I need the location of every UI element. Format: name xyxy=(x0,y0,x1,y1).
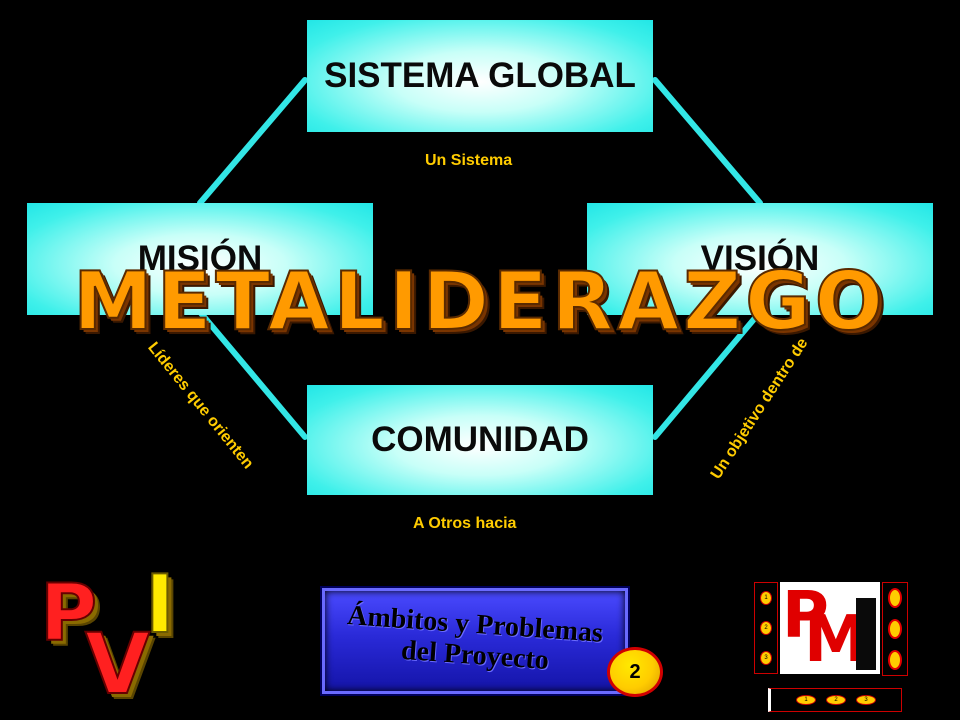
logo-letter-i: I xyxy=(144,558,176,651)
ambitos-button[interactable]: Ámbitos y Problemas del Proyecto xyxy=(322,588,628,694)
pmi-bottom-number[interactable]: 3 xyxy=(856,695,876,705)
pmi-bottom-bar: 1 2 3 xyxy=(768,688,902,712)
node-label: COMUNIDAD xyxy=(371,420,589,459)
pmi-bottom-number[interactable]: 2 xyxy=(826,695,846,705)
pmi-side-number: 2 xyxy=(760,621,772,635)
node-mision: MISIÓN xyxy=(27,203,373,315)
pmi-side-number: 3 xyxy=(760,651,772,665)
pmi-dot xyxy=(888,649,902,670)
metaliderazgo-title: METALIDERAZGO xyxy=(72,254,887,349)
connector-top-right xyxy=(652,77,763,206)
pmi-bottom-number[interactable]: 1 xyxy=(796,695,816,705)
node-label: VISIÓN xyxy=(700,239,820,278)
pmi-dot xyxy=(888,588,902,609)
node-sistema-global: SISTEMA GLOBAL xyxy=(307,20,653,132)
label-a-otros: A Otros hacia xyxy=(413,515,517,532)
slide-number-badge: 2 xyxy=(607,647,663,697)
node-label: SISTEMA GLOBAL xyxy=(324,56,636,95)
node-comunidad: COMUNIDAD xyxy=(307,385,653,495)
pmi-letter-p: P xyxy=(782,579,829,653)
pmi-letter-i xyxy=(856,598,876,670)
pmi-side-box: 1 2 3 xyxy=(754,582,778,674)
pmi-dot xyxy=(888,618,902,639)
logo-letter-p: P xyxy=(39,569,98,659)
connector-top-left xyxy=(197,77,308,206)
pmi-logo: 1 2 3 P M 1 2 3 xyxy=(752,580,912,715)
logo-letter-v: V xyxy=(84,615,151,713)
pmi-dot-column xyxy=(882,582,908,676)
label-un-sistema: Un Sistema xyxy=(425,152,513,169)
node-label: MISIÓN xyxy=(137,239,263,278)
pmi-side-number: 1 xyxy=(760,591,772,605)
connector-right-bottom xyxy=(652,309,763,440)
node-vision: VISIÓN xyxy=(587,203,933,315)
connector-left-bottom xyxy=(197,309,308,440)
